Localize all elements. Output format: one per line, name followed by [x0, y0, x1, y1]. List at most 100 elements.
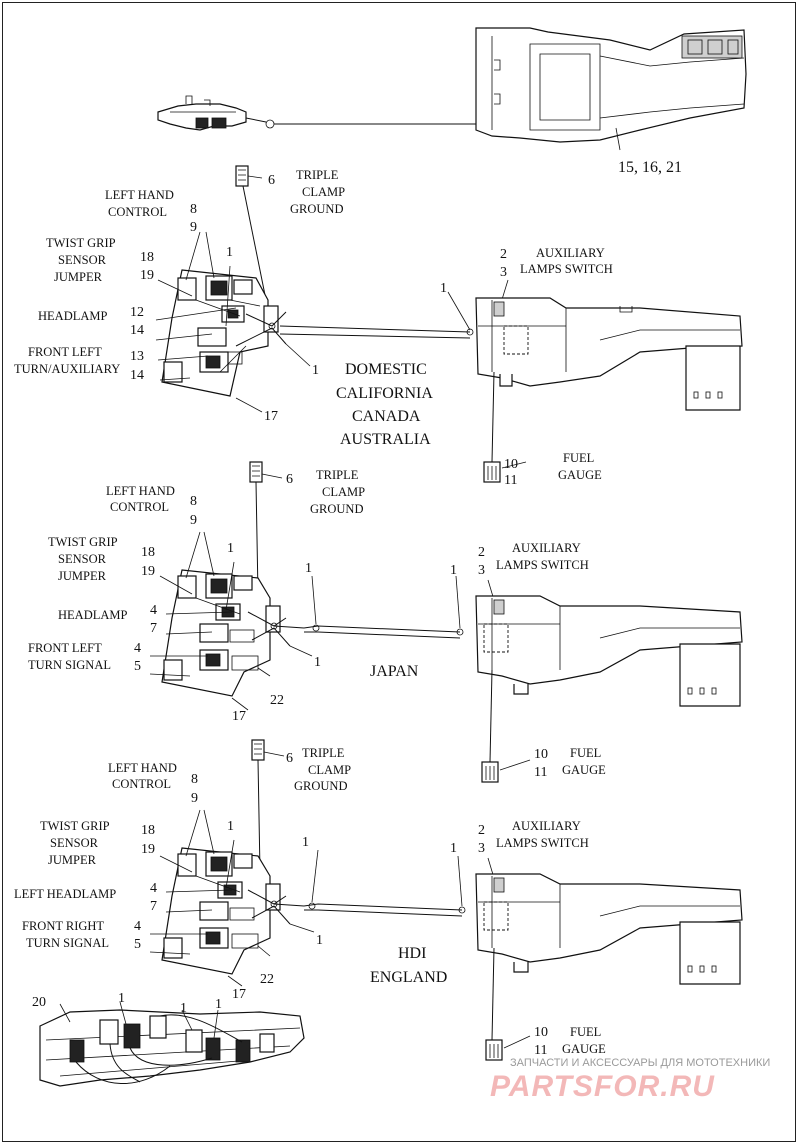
- triple-clamp-label-1: TRIPLE: [302, 746, 345, 760]
- fuel-gauge-label-1: FUEL: [570, 746, 601, 760]
- callout-6: 6: [286, 472, 293, 487]
- callout-4: 4: [150, 603, 157, 618]
- callout-3: 3: [478, 841, 485, 856]
- callout-22: 22: [270, 693, 284, 708]
- twist-grip-label-3: JUMPER: [48, 853, 97, 867]
- callout-1c: 1: [440, 281, 447, 296]
- front-left-label-2: TURN SIGNAL: [28, 658, 111, 672]
- twist-grip-label-2: SENSOR: [58, 253, 107, 267]
- callout-4b: 4: [134, 919, 141, 934]
- callout-1d: 1: [450, 563, 457, 578]
- watermark-tagline: ЗАПЧАСТИ И АКСЕССУАРЫ ДЛЯ МОТОТЕХНИКИ: [510, 1057, 770, 1069]
- front-left-label-1: FRONT LEFT: [28, 641, 102, 655]
- callout-14b: 14: [130, 368, 144, 383]
- callout-18: 18: [140, 250, 154, 265]
- callout-1c: 1: [215, 997, 222, 1012]
- callout-3: 3: [500, 265, 507, 280]
- fuel-gauge-label-2: GAUGE: [558, 468, 602, 482]
- region-japan: JAPAN: [370, 663, 419, 680]
- callout-9: 9: [190, 513, 197, 528]
- region-california: CALIFORNIA: [336, 385, 433, 402]
- left-hand-control-label-1: LEFT HAND: [105, 188, 174, 202]
- callout-6: 6: [286, 751, 293, 766]
- callout-1a: 1: [118, 991, 125, 1006]
- aux-switch-label-2: LAMPS SWITCH: [496, 836, 589, 850]
- callout-19: 19: [141, 842, 155, 857]
- twist-grip-label-2: SENSOR: [58, 552, 107, 566]
- callout-11: 11: [504, 473, 517, 488]
- twist-grip-label-3: JUMPER: [54, 270, 103, 284]
- callout-3: 3: [478, 563, 485, 578]
- bottom-inset: 20 1 1 1: [32, 991, 305, 1087]
- callout-8: 8: [191, 772, 198, 787]
- callout-2: 2: [478, 545, 485, 560]
- callout-10: 10: [534, 1025, 548, 1040]
- callout-9: 9: [191, 791, 198, 806]
- callout-5: 5: [134, 659, 141, 674]
- headlamp-label: HEADLAMP: [38, 309, 107, 323]
- callout-22: 22: [260, 972, 274, 987]
- left-hand-control-label-2: CONTROL: [108, 205, 167, 219]
- callout-4b: 4: [134, 641, 141, 656]
- twist-grip-label-1: TWIST GRIP: [48, 535, 118, 549]
- headlamp-label: HEADLAMP: [58, 608, 127, 622]
- callout-18: 18: [141, 545, 155, 560]
- callout-17: 17: [232, 709, 246, 724]
- aux-switch-label-2: LAMPS SWITCH: [520, 262, 613, 276]
- front-left-label-2: TURN/AUXILIARY: [14, 362, 120, 376]
- region-hdi: HDI: [398, 945, 426, 962]
- callout-20: 20: [32, 995, 46, 1010]
- callout-8: 8: [190, 202, 197, 217]
- callout-1b: 1: [312, 363, 319, 378]
- triple-clamp-label-1: TRIPLE: [316, 468, 359, 482]
- callout-9: 9: [190, 220, 197, 235]
- region-australia: AUSTRALIA: [340, 431, 431, 448]
- callout-14: 14: [130, 323, 144, 338]
- callout-18: 18: [141, 823, 155, 838]
- twist-grip-label-1: TWIST GRIP: [46, 236, 116, 250]
- callout-19: 19: [140, 268, 154, 283]
- callout-17: 17: [264, 409, 278, 424]
- fuel-gauge-label-2: GAUGE: [562, 1042, 606, 1056]
- callout-4: 4: [150, 881, 157, 896]
- triple-clamp-label-2: CLAMP: [322, 485, 365, 499]
- callout-11: 11: [534, 765, 547, 780]
- callout-1: 1: [227, 819, 234, 834]
- callout-2: 2: [478, 823, 485, 838]
- fuel-gauge-label-1: FUEL: [563, 451, 594, 465]
- callout-1: 1: [227, 541, 234, 556]
- callout-10: 10: [534, 747, 548, 762]
- fuel-gauge-label-1: FUEL: [570, 1025, 601, 1039]
- callout-1b: 1: [316, 933, 323, 948]
- callout-1: 1: [226, 245, 233, 260]
- top-assembly: 15, 16, 21: [157, 27, 747, 176]
- hdi-section: 6 TRIPLE CLAMP GROUND LEFT HAND CONTROL …: [14, 739, 743, 1061]
- aux-switch-label-2: LAMPS SWITCH: [496, 558, 589, 572]
- callout-1b: 1: [180, 1001, 187, 1016]
- callout-17: 17: [232, 987, 246, 1002]
- callout-2: 2: [500, 247, 507, 262]
- region-canada: CANADA: [352, 408, 421, 425]
- callout-1d: 1: [450, 841, 457, 856]
- front-left-label-1: FRONT LEFT: [28, 345, 102, 359]
- callout-8: 8: [190, 494, 197, 509]
- triple-clamp-label-1: TRIPLE: [296, 168, 339, 182]
- callout-7: 7: [150, 621, 157, 636]
- front-right-label-1: FRONT RIGHT: [22, 919, 104, 933]
- aux-switch-label-1: AUXILIARY: [512, 541, 581, 555]
- callout-13: 13: [130, 349, 144, 364]
- twist-grip-label-2: SENSOR: [50, 836, 99, 850]
- domestic-section: 6 TRIPLE CLAMP GROUND LEFT HAND CONTROL …: [14, 165, 743, 488]
- triple-clamp-label-2: CLAMP: [308, 763, 351, 777]
- triple-clamp-label-2: CLAMP: [302, 185, 345, 199]
- japan-section: 6 TRIPLE CLAMP GROUND LEFT HAND CONTROL …: [28, 461, 743, 783]
- callout-5: 5: [134, 937, 141, 952]
- callout-7: 7: [150, 899, 157, 914]
- left-headlamp-label: LEFT HEADLAMP: [14, 887, 116, 901]
- twist-grip-label-3: JUMPER: [58, 569, 107, 583]
- left-hand-control-label-1: LEFT HAND: [106, 484, 175, 498]
- triple-clamp-label-3: GROUND: [294, 779, 347, 793]
- left-hand-control-label-1: LEFT HAND: [108, 761, 177, 775]
- callout-1c: 1: [302, 835, 309, 850]
